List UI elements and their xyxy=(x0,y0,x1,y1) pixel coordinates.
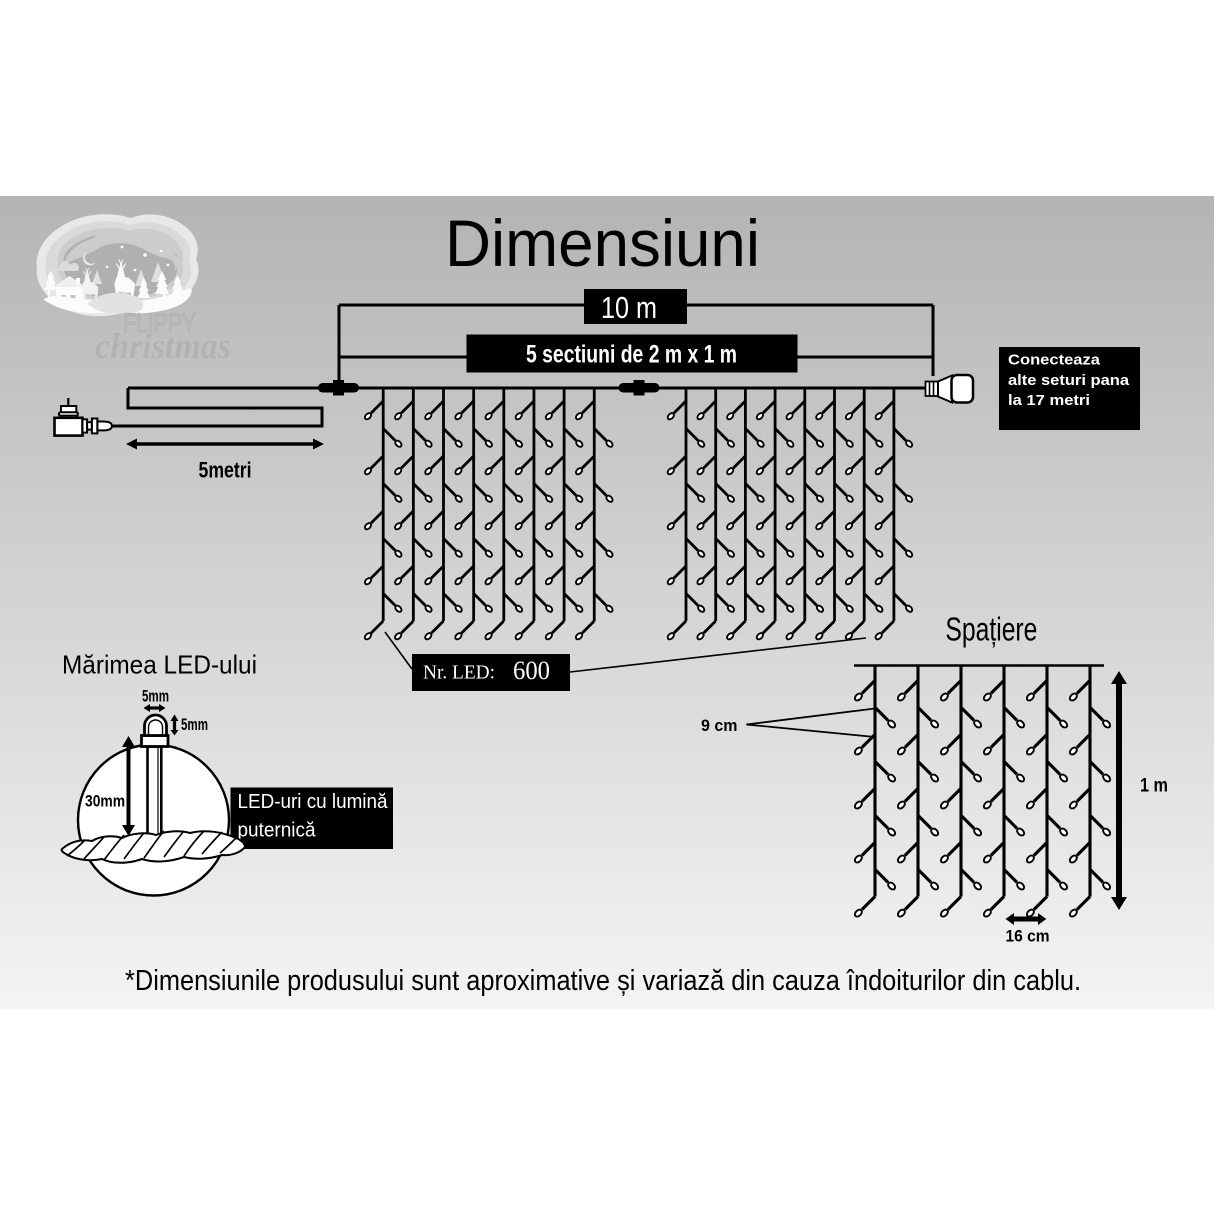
svg-text:LED-uri cu lumină: LED-uri cu lumină xyxy=(238,791,389,813)
svg-text:Nr. LED:: Nr. LED: xyxy=(423,662,495,684)
svg-text:Mărimea LED-ului: Mărimea LED-ului xyxy=(62,650,257,680)
svg-text:600: 600 xyxy=(513,655,550,685)
svg-text:Spațiere: Spațiere xyxy=(945,611,1037,648)
svg-text:Conecteaza: Conecteaza xyxy=(1008,352,1101,369)
svg-text:5 sectiuni de 2 m x 1 m: 5 sectiuni de 2 m x 1 m xyxy=(526,341,737,369)
svg-text:5mm: 5mm xyxy=(181,715,208,734)
svg-text:la 17 metri: la 17 metri xyxy=(1008,392,1090,409)
svg-text:alte seturi pana: alte seturi pana xyxy=(1008,372,1130,389)
svg-text:christmas: christmas xyxy=(95,326,231,366)
svg-text:puternică: puternică xyxy=(238,820,317,842)
svg-text:5metri: 5metri xyxy=(199,458,252,483)
svg-text:*Dimensiunile produsului sunt: *Dimensiunile produsului sunt aproximati… xyxy=(125,965,1081,997)
svg-text:10 m: 10 m xyxy=(601,290,657,325)
svg-text:FLIPPY: FLIPPY xyxy=(123,308,196,338)
svg-text:1 m: 1 m xyxy=(1140,776,1168,797)
svg-text:9 cm: 9 cm xyxy=(701,716,737,735)
svg-text:5mm: 5mm xyxy=(142,687,169,706)
svg-text:Dimensiuni: Dimensiuni xyxy=(445,206,760,280)
svg-text:30mm: 30mm xyxy=(85,792,125,811)
svg-text:16 cm: 16 cm xyxy=(1006,927,1050,946)
